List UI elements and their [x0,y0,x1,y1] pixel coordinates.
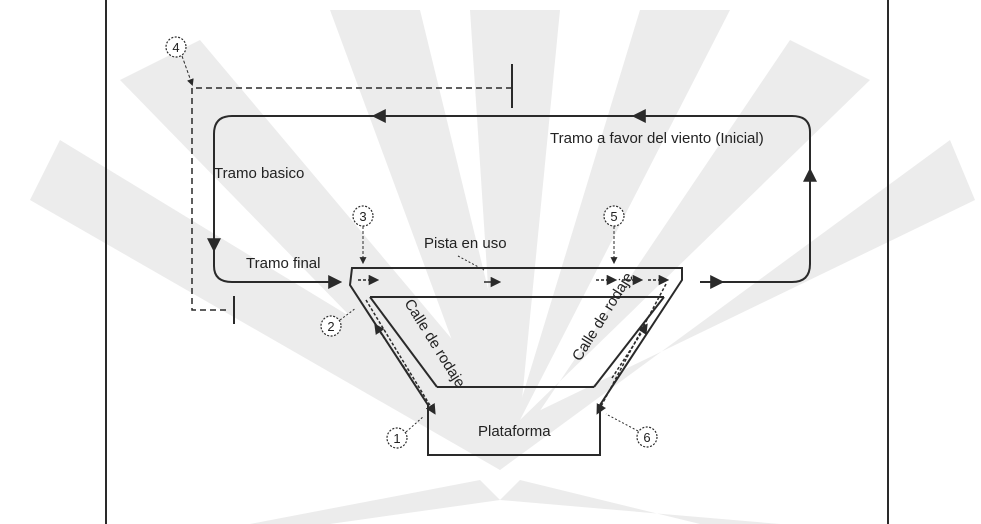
taxiway-right-inner [593,296,665,388]
taxiway-left-arrow-up [374,323,411,377]
svg-text:3: 3 [359,209,366,224]
label-final: Tramo final [246,255,320,272]
marker-2: 2 [320,307,357,337]
svg-text:6: 6 [643,430,650,445]
marker-4: 4 [165,36,194,86]
marker-3: 3 [352,205,374,265]
svg-text:2: 2 [327,319,334,334]
label-runway: Pista en uso [424,235,507,252]
marker-5: 5 [603,205,625,265]
svg-text:5: 5 [610,209,617,224]
taxiway-left-inner [369,296,438,388]
marker-1: 1 [386,415,425,449]
taxiway-right-arrow-up [611,323,648,379]
svg-text:1: 1 [393,431,400,446]
svg-text:4: 4 [172,40,179,55]
marker-6: 6 [605,413,658,448]
label-apron: Plataforma [478,423,551,440]
circuit-path [213,115,811,283]
label-base: Tramo basico [214,165,304,182]
dashed-path [191,87,512,311]
runway-label-pointer [457,255,485,271]
taxiway-left-arrow-down [365,299,436,415]
label-downwind: Tramo a favor del viento (Inicial) [550,130,764,147]
